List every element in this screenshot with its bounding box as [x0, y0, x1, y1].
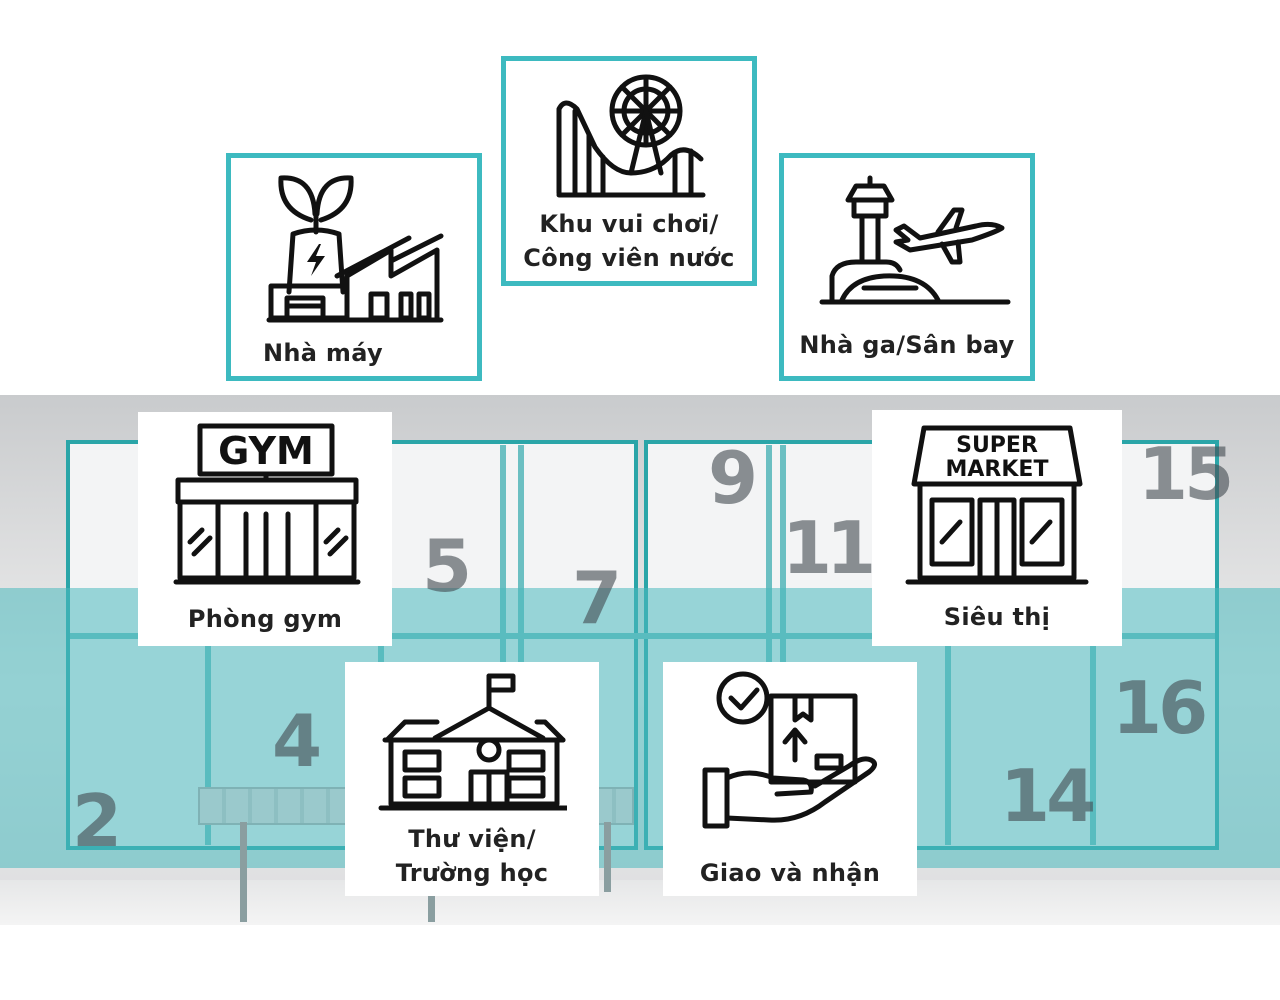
card-label: Phòng gym — [187, 605, 343, 633]
locker-number: 2 — [72, 779, 123, 863]
card-label: Khu vui chơi/ — [539, 210, 719, 238]
supermarket-sign-line1: SUPER — [956, 433, 1038, 458]
card-delivery: Giao và nhận — [663, 662, 917, 896]
locker-number: 5 — [422, 524, 473, 608]
card-label: Công viên nước — [523, 244, 735, 272]
locker-number: 9 — [708, 436, 759, 520]
bench-leg — [604, 822, 611, 892]
gym-icon: GYM — [173, 423, 361, 585]
delivery-icon — [702, 671, 877, 829]
card-label: Siêu thị — [943, 603, 1051, 631]
card-airport: Nhà ga/Sân bay — [779, 153, 1035, 381]
gym-sign-text: GYM — [218, 429, 314, 473]
locker-number: 7 — [572, 556, 623, 640]
locker-number: 14 — [1000, 754, 1096, 838]
supermarket-icon: SUPER MARKET — [905, 425, 1089, 585]
bench-leg — [240, 822, 247, 922]
card-label: Trường học — [395, 859, 549, 887]
factory-icon — [266, 175, 444, 323]
card-amusement-park: Khu vui chơi/ Công viên nước — [501, 56, 757, 286]
locker-number: 11 — [782, 506, 876, 590]
locker-number: 16 — [1112, 666, 1208, 750]
card-library-school: Thư viện/ Trường học — [345, 662, 599, 896]
supermarket-sign-line2: MARKET — [946, 457, 1049, 482]
airport-icon — [819, 175, 1011, 305]
locker-number: 15 — [1138, 432, 1234, 516]
card-supermarket: SUPER MARKET Siêu thị — [872, 410, 1122, 646]
card-factory: Nhà máy — [226, 153, 482, 381]
card-gym: GYM Phòng gym — [138, 412, 392, 646]
ferris-wheel-icon — [556, 74, 706, 198]
card-label: Nhà máy — [263, 339, 383, 367]
card-label: Nhà ga/Sân bay — [799, 331, 1015, 359]
background-floor — [0, 880, 1280, 925]
card-label: Giao và nhận — [699, 859, 881, 887]
school-icon — [378, 673, 567, 811]
locker-number: 4 — [272, 699, 323, 783]
card-label: Thư viện/ — [408, 825, 536, 853]
